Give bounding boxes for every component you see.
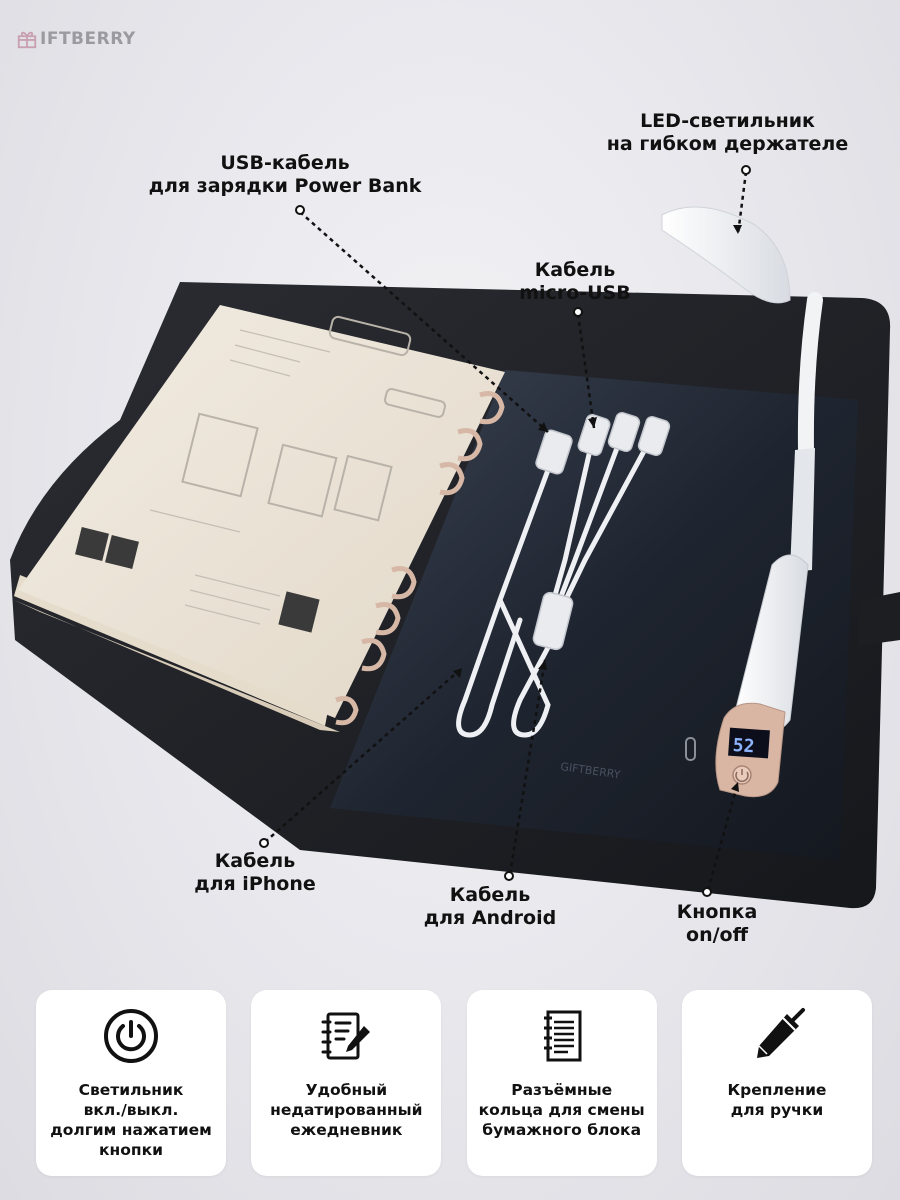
callout-leaders [264, 171, 748, 891]
feature-text: Разъёмные кольца для смены бумажного бло… [478, 1081, 645, 1139]
power-bank-panel: 52 [685, 702, 786, 798]
usb-port [685, 737, 696, 761]
digital-display [728, 727, 770, 759]
feature-card-pen: Крепление для ручки [681, 990, 872, 1176]
callout-usb-powerbank: USB-кабель для зарядки Power Bank [148, 152, 422, 197]
callout-micro-usb: Кабель micro-USB [519, 259, 631, 304]
brand-logo: IFTBERRY [16, 28, 136, 50]
feature-card-planner: Удобный недатированный ежедневник [251, 990, 442, 1176]
gift-icon [17, 31, 37, 49]
callout-android: Кабель для Android [423, 884, 557, 929]
feature-card-lamp: Светильник вкл./выкл. долгим нажатием кн… [36, 990, 226, 1176]
led-lamp [661, 206, 823, 733]
notebook-pen-icon [321, 1012, 371, 1060]
power-icon [104, 1009, 158, 1063]
callout-iphone: Кабель для iPhone [194, 850, 316, 895]
paper-block [14, 305, 505, 732]
pen-icon [756, 1008, 805, 1058]
feature-text: Светильник вкл./выкл. долгим нажатием кн… [50, 1081, 212, 1159]
ring-binder-icon [543, 1010, 582, 1062]
feature-text: Удобный недатированный ежедневник [270, 1081, 423, 1139]
feature-card-rings: Разъёмные кольца для смены бумажного бло… [466, 990, 657, 1176]
display-value: 52 [732, 735, 755, 757]
product-photo: GIFTBERRY [10, 110, 900, 946]
binder-rings [335, 391, 505, 726]
cables [456, 411, 671, 738]
callout-onoff: Кнопка on/off [676, 901, 758, 946]
brand-name: IFTBERRY [40, 29, 136, 49]
feature-text: Крепление для ручки [727, 1081, 827, 1119]
callout-led-lamp: LED-светильник на гибком держателе [606, 110, 849, 155]
feature-cards: Светильник вкл./выкл. долгим нажатием кн… [36, 990, 872, 1176]
